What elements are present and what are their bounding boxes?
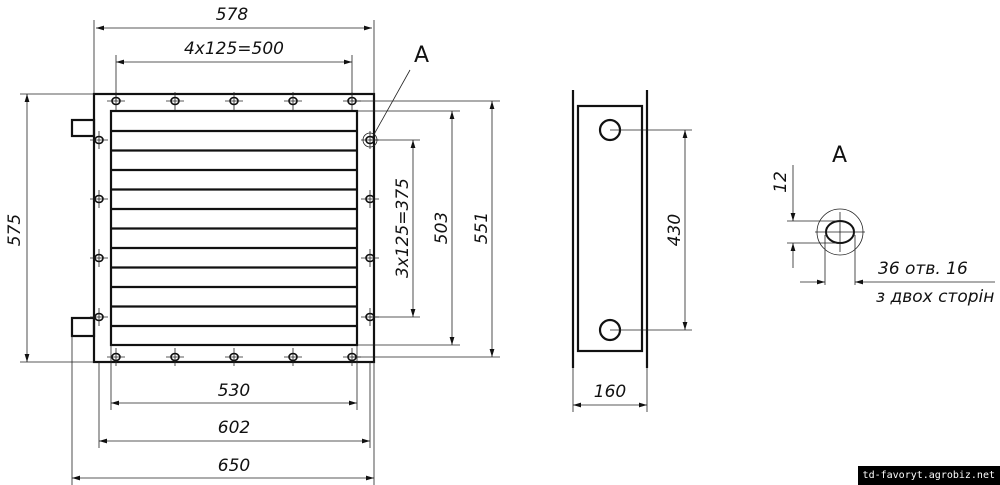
front-dimensions (20, 20, 500, 485)
watermark: td-favoryt.agrobiz.net (857, 466, 1000, 485)
detail-callout-a: A (414, 43, 429, 68)
mounting-hole (94, 135, 104, 145)
mounting-hole (94, 194, 104, 204)
dim-12: 12 (771, 171, 791, 193)
dim-650: 650 (218, 456, 250, 476)
mounting-hole (94, 312, 104, 322)
dim-530: 530 (218, 381, 250, 401)
mounting-hole (365, 194, 375, 204)
outlet-pipe (70, 316, 96, 338)
detail-a (787, 165, 995, 285)
mounting-hole (229, 96, 239, 106)
dim-hole-pitch-side: 3x125=375 (393, 178, 413, 278)
side-view (571, 90, 649, 368)
dim-602: 602 (218, 418, 250, 438)
mounting-holes (90, 92, 379, 366)
mounting-hole (111, 352, 121, 362)
detail-a-title: A (832, 143, 847, 168)
mounting-hole (288, 96, 298, 106)
mounting-hole (170, 352, 180, 362)
dim-551: 551 (472, 212, 492, 244)
mounting-hole (170, 96, 180, 106)
dim-575: 575 (5, 214, 25, 246)
mounting-hole (229, 352, 239, 362)
dim-430: 430 (665, 214, 685, 246)
note-holes: 36 отв. 16 (878, 259, 968, 279)
inlet-pipe (70, 118, 96, 138)
fins (111, 129, 357, 328)
dim-160: 160 (594, 382, 626, 402)
mounting-hole (288, 352, 298, 362)
dim-578: 578 (216, 5, 249, 25)
mounting-hole (94, 253, 104, 263)
front-view (70, 92, 379, 366)
note-both-sides: з двох сторін (876, 287, 994, 307)
dim-503: 503 (432, 212, 452, 244)
mounting-hole (365, 253, 375, 263)
dim-hole-pitch-top: 4x125=500 (184, 39, 284, 59)
